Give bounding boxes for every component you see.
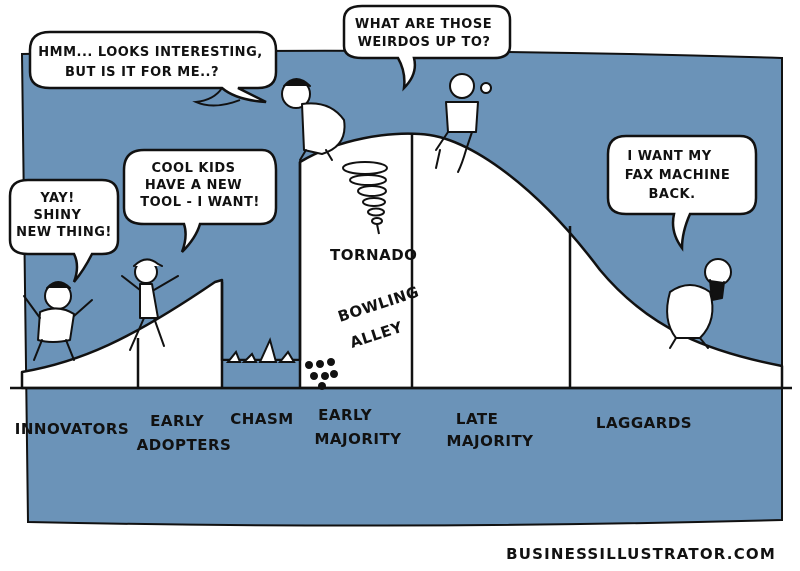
segment-label-late-majority: LATE MAJORITY (446, 410, 534, 450)
laggard-character (666, 258, 732, 349)
innovator-character (23, 281, 93, 361)
bubble-early-majority-line: HMM... LOOKS INTERESTING, (38, 45, 262, 60)
bubble-innovator-line: SHINY (34, 208, 82, 223)
adoption-curve (20, 132, 784, 390)
svg-text:WHAT ARE THOSE WEIRDOS U: WHAT ARE THOSE WEIRDOS UP TO? (355, 17, 497, 50)
bowling-pins-icon (305, 358, 338, 390)
late-majority-character (435, 73, 492, 173)
segment-label-laggards: LAGGARDS (596, 414, 692, 432)
bubble-laggard-line: I WANT MY (627, 149, 711, 164)
tornado-icon (342, 161, 388, 235)
svg-text:I WANT MY FAX MACHINE: I WANT MY FAX MACHINE BACK. (625, 149, 736, 202)
chasm-gap (223, 361, 299, 388)
site-credit: BUSINESSILLUSTRATOR.COM (506, 545, 776, 563)
bubble-laggard-line: BACK. (648, 187, 695, 202)
segment-label-chasm: CHASM (230, 410, 293, 428)
svg-text:YAY! SHINY NEW THI: YAY! SHINY NEW THING! (16, 191, 112, 240)
bubble-late-majority-line: WHAT ARE THOSE (355, 17, 492, 32)
bubble-early-adopter-line: TOOL - I WANT! (140, 195, 260, 210)
bubble-late-majority-line: WEIRDOS UP TO? (358, 35, 491, 50)
bubble-late-majority: WHAT ARE THOSE WEIRDOS UP TO? (342, 4, 512, 92)
bubble-early-adopter-line: COOL KIDS (151, 161, 235, 176)
bubble-innovator-line: YAY! (39, 191, 74, 206)
bubble-early-majority-line: BUT IS IT FOR ME..? (65, 65, 219, 80)
bubble-laggard-line: FAX MACHINE (625, 168, 731, 183)
shark-fins-icon (225, 337, 296, 363)
bubble-innovator-line: NEW THING! (16, 225, 112, 240)
bubble-early-adopter: COOL KIDS HAVE A NEW TOOL - I WANT! (122, 148, 278, 253)
bubble-early-adopter-line: HAVE A NEW (145, 178, 242, 193)
bubble-laggard: I WANT MY FAX MACHINE BACK. (606, 134, 758, 252)
bubble-innovator: YAY! SHINY NEW THING! (8, 178, 120, 283)
svg-text:HMM... LOOKS INTERESTING,: HMM... LOOKS INTERESTING, BUT IS IT FOR … (38, 45, 267, 80)
svg-text:COOL KIDS HAVE A NEW: COOL KIDS HAVE A NEW TOOL - I WANT! (140, 161, 260, 210)
tornado-label: TORNADO (330, 246, 417, 264)
segment-dividers (136, 134, 572, 388)
segment-label-early-adopters: EARLY ADOPTERS (137, 412, 232, 454)
early-majority-character (281, 78, 346, 161)
bubble-early-majority: HMM... LOOKS INTERESTING, BUT IS IT FOR … (28, 30, 278, 107)
segment-label-innovators: INNOVATORS (15, 420, 129, 438)
segment-label-early-majority: EARLY MAJORITY (314, 406, 402, 448)
early-adopter-character (121, 258, 179, 351)
